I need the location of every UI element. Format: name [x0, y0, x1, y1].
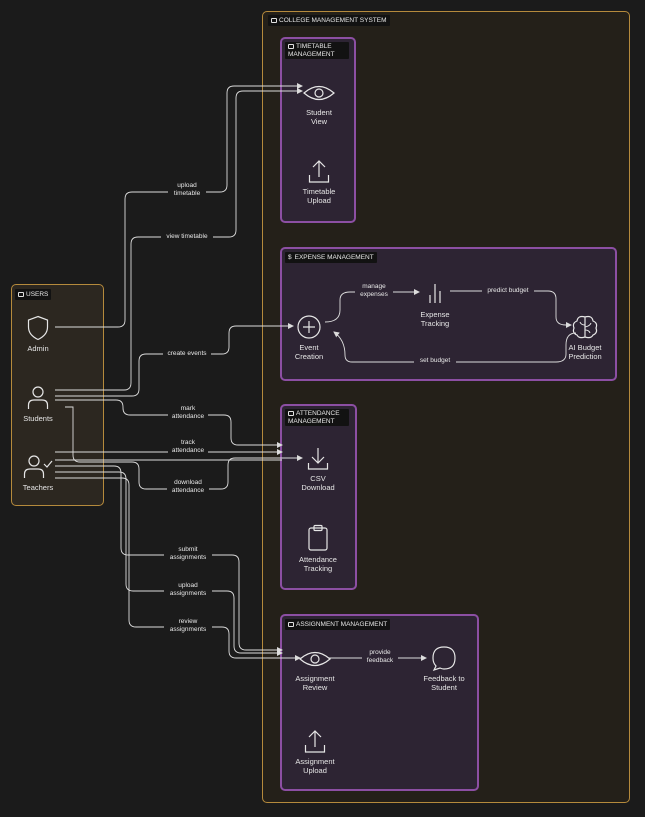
edge-manage-expenses — [324, 289, 420, 323]
edge-label-mark-attendance: mark attendance — [168, 405, 208, 420]
eye-icon — [303, 85, 335, 101]
event-creation-node[interactable]: Event Creation — [288, 314, 330, 361]
calendar-icon — [288, 43, 294, 49]
csv-download-label: CSV Download — [301, 474, 335, 492]
timetable-management-group — [280, 37, 356, 223]
user-check-icon — [23, 455, 53, 478]
attendance-management-group — [280, 404, 357, 590]
document-icon — [288, 621, 294, 627]
edge-label-track-attendance: track attendance — [168, 439, 208, 454]
admin-label: Admin — [27, 344, 49, 353]
checkbox-icon — [288, 410, 294, 416]
edge-set-budget — [333, 331, 577, 363]
ai-budget-label: AI Budget Prediction — [568, 343, 602, 361]
edge-predict-budget — [450, 290, 572, 328]
brain-icon — [572, 315, 598, 339]
users-boundary — [11, 284, 104, 506]
speech-bubble-icon — [432, 646, 456, 671]
edge-label-upload-assignments: upload assignments — [164, 582, 212, 597]
monitor-icon — [271, 17, 277, 23]
timetable-upload-node[interactable]: Timetable Upload — [293, 158, 345, 205]
users-icon — [18, 291, 24, 297]
download-icon — [307, 448, 329, 470]
system-title-tag: COLLEGE MANAGEMENT SYSTEM — [268, 15, 390, 26]
edge-label-view-timetable: view timetable — [161, 233, 213, 241]
timetable-upload-label: Timetable Upload — [302, 187, 336, 205]
teachers-label: Teachers — [22, 483, 54, 492]
edge-label-review-assignments: review assignments — [164, 618, 212, 633]
attendance-title: ATTENDANCE MANAGEMENT — [288, 410, 340, 425]
feedback-node[interactable]: Feedback to Student — [416, 645, 472, 692]
assignment-review-node[interactable]: Assignment Review — [288, 647, 342, 692]
eye-icon — [299, 651, 331, 667]
assignment-title: ASSIGNMENT MANAGEMENT — [296, 621, 388, 628]
timetable-title-tag: TIMETABLE MANAGEMENT — [285, 42, 349, 59]
user-icon — [27, 386, 49, 409]
edge-view-timetable — [55, 88, 303, 391]
edge-download-attendance — [65, 406, 303, 490]
students-label: Students — [23, 414, 53, 423]
student-view-node[interactable]: Student View — [293, 81, 345, 126]
student-view-label: Student View — [306, 108, 332, 126]
expense-title-tag: $EXPENSE MANAGEMENT — [285, 252, 377, 263]
system-title: COLLEGE MANAGEMENT SYSTEM — [279, 17, 387, 24]
assignment-review-label: Assignment Review — [295, 674, 335, 692]
shield-icon — [27, 315, 49, 341]
edge-label-submit-assignments: submit assignments — [164, 546, 212, 561]
assignment-title-tag: ASSIGNMENT MANAGEMENT — [285, 619, 391, 630]
feedback-label: Feedback to Student — [423, 674, 465, 692]
clipboard-icon — [308, 524, 328, 551]
expense-tracking-node[interactable]: Expense Tracking — [412, 281, 458, 328]
event-creation-label: Event Creation — [294, 343, 324, 361]
timetable-title: TIMETABLE MANAGEMENT — [288, 43, 335, 58]
attendance-tracking-label: Attendance Tracking — [299, 555, 337, 573]
edge-label-provide-feedback: provide feedback — [362, 649, 398, 664]
edge-label-manage-expenses: manage expenses — [355, 283, 393, 298]
edge-upload-timetable — [55, 83, 303, 328]
teachers-node[interactable]: Teachers — [16, 454, 60, 492]
attendance-tracking-node[interactable]: Attendance Tracking — [290, 524, 346, 573]
assignment-management-group — [280, 614, 479, 791]
users-title-tag: USERS — [15, 289, 52, 300]
dollar-icon: $ — [288, 254, 292, 261]
csv-download-node[interactable]: CSV Download — [292, 445, 344, 492]
assignment-upload-node[interactable]: Assignment Upload — [288, 728, 342, 775]
upload-icon — [304, 730, 326, 753]
edge-label-download-attendance: download attendance — [167, 479, 209, 494]
edge-label-upload-timetable: upload timetable — [168, 182, 206, 197]
users-title: USERS — [26, 291, 49, 298]
edge-label-set-budget: set budget — [414, 357, 456, 365]
expense-title: EXPENSE MANAGEMENT — [294, 254, 374, 261]
edge-label-predict-budget: predict budget — [482, 287, 534, 295]
attendance-title-tag: ATTENDANCE MANAGEMENT — [285, 409, 349, 426]
edge-create-events — [55, 323, 294, 397]
bar-chart-icon — [429, 284, 441, 303]
edge-label-create-events: create events — [163, 350, 211, 358]
ai-budget-prediction-node[interactable]: AI Budget Prediction — [560, 314, 610, 361]
students-node[interactable]: Students — [16, 385, 60, 423]
expense-tracking-label: Expense Tracking — [420, 310, 450, 328]
upload-icon — [308, 160, 330, 183]
assignment-upload-label: Assignment Upload — [295, 757, 335, 775]
plus-circle-icon — [297, 315, 321, 339]
admin-node[interactable]: Admin — [16, 315, 60, 353]
